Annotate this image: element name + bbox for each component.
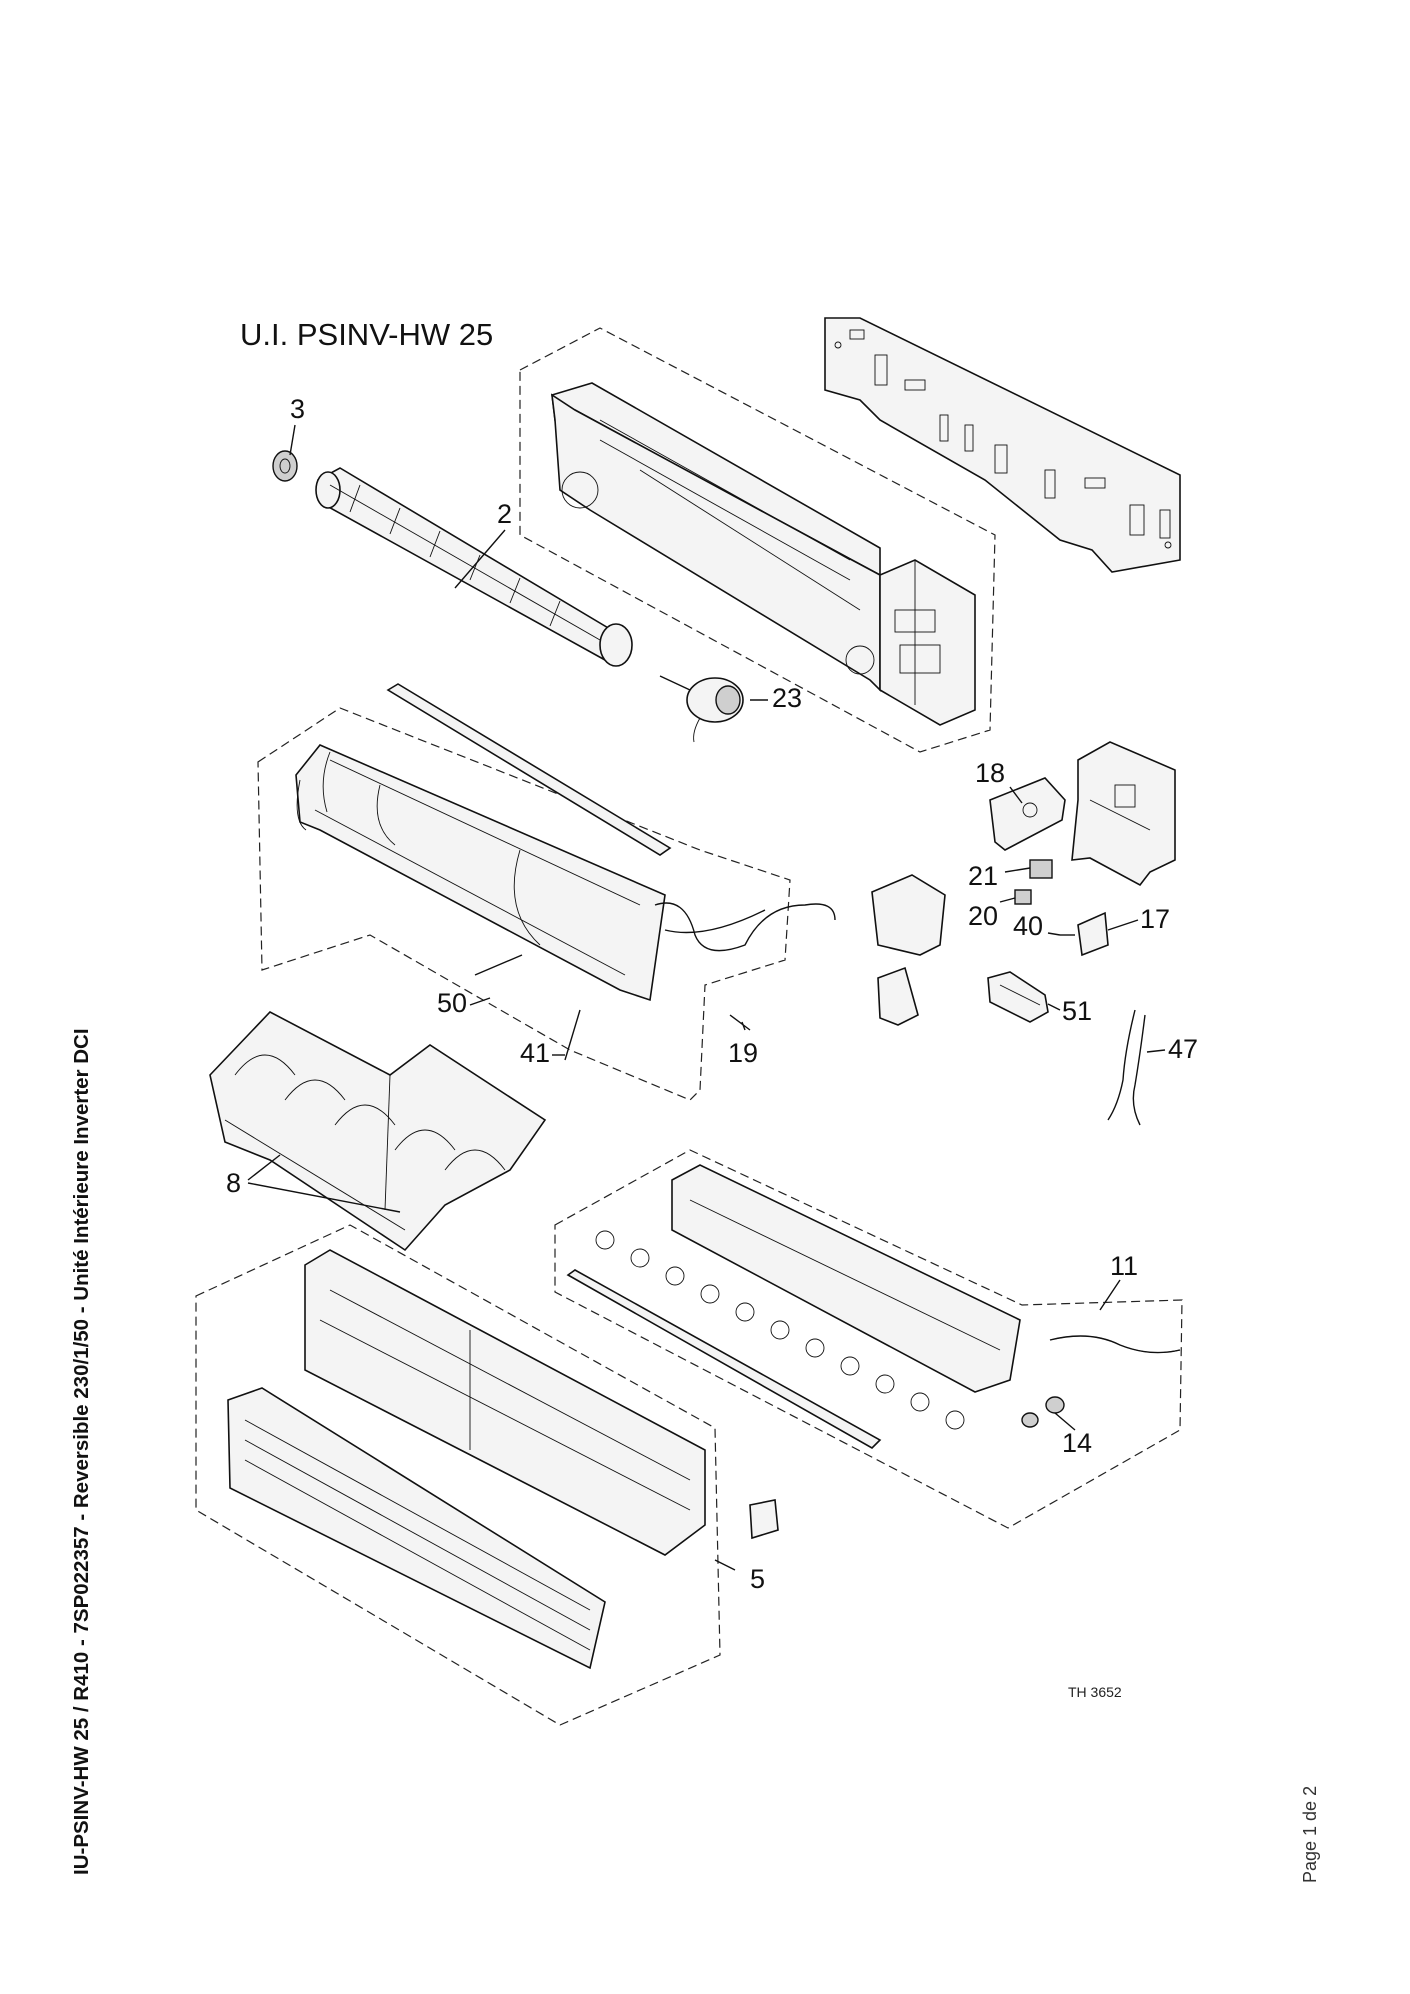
- drain-hose-11: [1049, 1335, 1181, 1354]
- air-filters: [209, 1011, 547, 1252]
- document-side-title: IU-PSINV-HW 25 / R410 - 7SP022357 - Reve…: [70, 1028, 93, 1875]
- relay-21: [1029, 859, 1053, 879]
- callout-51: 51: [1062, 996, 1092, 1026]
- caps-14: [1021, 1396, 1065, 1428]
- drawing-reference: TH 3652: [1068, 1684, 1122, 1700]
- front-grille: [304, 1249, 706, 1556]
- callout-21: 21: [968, 861, 998, 891]
- callout-11: 11: [1110, 1251, 1138, 1281]
- crossflow-fan: [315, 467, 633, 667]
- pcb-18: [989, 777, 1066, 851]
- callout-23: 23: [772, 683, 802, 713]
- callout-50: 50: [437, 988, 467, 1018]
- callout-20: 20: [968, 901, 998, 931]
- leader-lines: [247, 424, 1166, 1571]
- chassis-group-boundary: [519, 327, 996, 753]
- callout-14: 14: [1062, 1428, 1092, 1458]
- wire-harness-47: [1107, 1009, 1146, 1126]
- page-number: Page 1 de 2: [1300, 1785, 1320, 1883]
- mounting-plate: [824, 317, 1181, 573]
- control-box: [1071, 741, 1176, 887]
- callout-47: 47: [1168, 1034, 1198, 1064]
- louvers: [566, 1230, 965, 1449]
- callout-17: 17: [1140, 904, 1170, 934]
- callout-5: 5: [750, 1564, 765, 1594]
- callout-8: 8: [226, 1168, 241, 1198]
- callout-2: 2: [497, 499, 512, 529]
- callout-19: 19: [728, 1038, 758, 1068]
- fan-bearing: [272, 450, 298, 482]
- display-label-5: [749, 1499, 779, 1540]
- callout-40: 40: [1013, 911, 1043, 941]
- drain-group-boundary: [554, 1149, 1183, 1529]
- front-panel: [227, 1387, 606, 1670]
- callout-41: 41: [520, 1038, 550, 1068]
- chassis-body: [551, 382, 976, 726]
- front-panel-group-boundary: [195, 1224, 721, 1726]
- diagram-title: U.I. PSINV-HW 25: [240, 317, 493, 352]
- cover-17: [1077, 911, 1109, 957]
- sensor-19: [729, 1014, 751, 1031]
- evaporator-group-boundary: [257, 707, 791, 1101]
- evaporator-coil: [295, 683, 836, 1061]
- terminal-block-51: [987, 971, 1049, 1023]
- fan-motor: [659, 675, 744, 743]
- drain-pan: [671, 1164, 1021, 1393]
- terminal-cover-lower: [877, 966, 919, 1026]
- callout-3: 3: [290, 394, 305, 424]
- component-20: [1014, 889, 1032, 905]
- callout-18: 18: [975, 758, 1005, 788]
- terminal-cover-upper: [871, 874, 946, 956]
